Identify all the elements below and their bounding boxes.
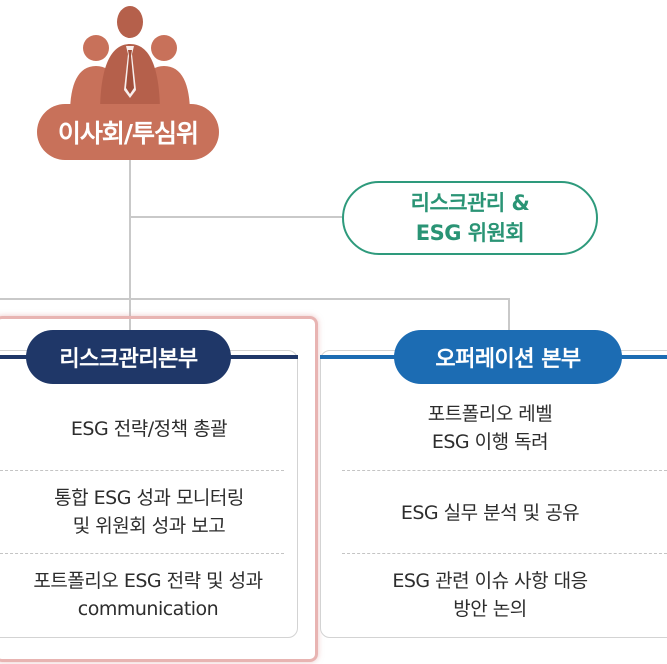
division-connector-horizontal (0, 298, 510, 300)
operation-item-1: 포트폴리오 레벨 ESG 이행 독려 (330, 390, 650, 466)
risk-item-3-line-2: communication (77, 598, 219, 620)
risk-division-card (0, 350, 298, 638)
committee-connector (130, 216, 342, 218)
risk-item-1-text: ESG 전략/정책 총괄 (70, 418, 228, 440)
operation-item-3-line-2: 방안 논의 (453, 598, 527, 620)
operation-divider-2 (342, 553, 667, 554)
operation-division-card (320, 350, 667, 638)
risk-division-highlight (0, 316, 318, 662)
operation-connector-vertical (508, 298, 510, 346)
risk-item-2-line-1: 통합 ESG 성과 모니터링 (54, 487, 244, 509)
risk-item-1: ESG 전략/정책 총괄 (0, 395, 298, 463)
risk-esg-committee: 리스크관리 & ESG 위원회 (342, 181, 598, 255)
risk-item-2: 통합 ESG 성과 모니터링 및 위원회 성과 보고 (0, 478, 298, 546)
risk-item-3: 포트폴리오 ESG 전략 및 성과 communication (0, 561, 316, 629)
risk-item-3-line-1: 포트폴리오 ESG 전략 및 성과 (33, 570, 263, 592)
board-title: 이사회/투심위 (57, 119, 199, 148)
operation-item-3: ESG 관련 이슈 사항 대응 방안 논의 (330, 561, 650, 629)
risk-division-title: 리스크관리본부 (59, 347, 198, 372)
operation-division-title-badge: 오퍼레이션 본부 (394, 330, 622, 384)
operation-item-2: ESG 실무 분석 및 공유 (330, 478, 650, 548)
risk-divider-2 (0, 553, 284, 554)
operation-division-title: 오퍼레이션 본부 (435, 347, 581, 372)
executives-icon (60, 2, 200, 114)
committee-line-1: 리스크관리 & (410, 191, 530, 215)
operation-item-2-text: ESG 실무 분석 및 공유 (400, 502, 580, 524)
operation-item-1-line-2: ESG 이행 독려 (431, 431, 549, 453)
operation-divider-1 (342, 470, 667, 471)
risk-item-2-line-2: 및 위원회 성과 보고 (72, 515, 226, 537)
risk-division-title-badge: 리스크관리본부 (26, 330, 231, 384)
risk-divider-1 (0, 470, 284, 471)
operation-item-1-line-1: 포트폴리오 레벨 (427, 403, 553, 425)
board-title-badge: 이사회/투심위 (37, 104, 219, 160)
committee-line-2: ESG 위원회 (415, 221, 525, 245)
board-connector-vertical (129, 160, 131, 350)
operation-item-3-line-1: ESG 관련 이슈 사항 대응 (392, 570, 588, 592)
